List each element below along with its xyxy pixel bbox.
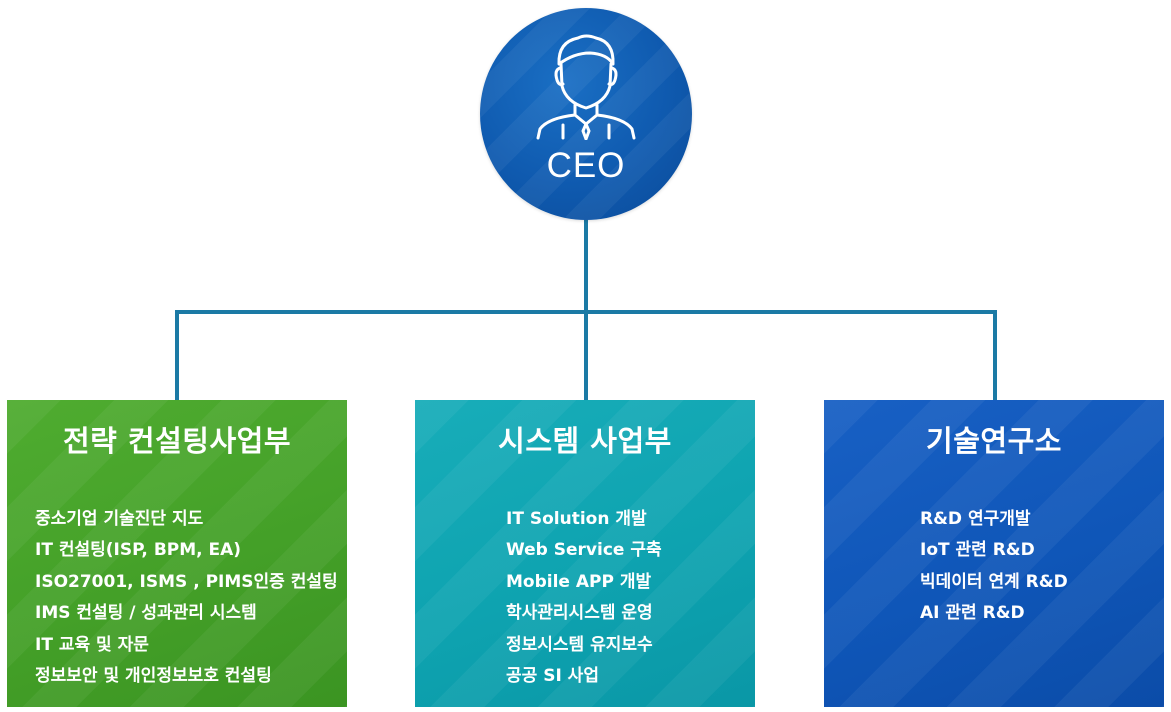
dept-system: 시스템 사업부 IT Solution 개발 Web Service 구축 Mo…	[415, 400, 755, 707]
list-item: 중소기업 기술진단 지도	[35, 509, 204, 529]
ceo-node: CEO	[480, 8, 692, 220]
ceo-label: CEO	[546, 146, 626, 185]
dept-item-list: R&D 연구개발 IoT 관련 R&D 빅데이터 연계 R&D AI 관련 R&…	[824, 504, 1164, 630]
dept-title: 전략 컨설팅사업부	[62, 424, 292, 458]
list-item: 빅데이터 연계 R&D	[920, 571, 1068, 592]
list-item: Web Service 구축	[506, 540, 662, 561]
dept-title: 시스템 사업부	[498, 424, 672, 458]
dept-item-list: 중소기업 기술진단 지도 IT 컨설팅(ISP, BPM, EA) ISO270…	[7, 504, 347, 692]
list-item: AI 관련 R&D	[920, 603, 1025, 624]
list-item: 정보보안 및 개인정보보호 컨설팅	[35, 666, 272, 687]
dept-title: 기술연구소	[926, 424, 1062, 458]
list-item: 정보시스템 유지보수	[506, 634, 653, 655]
list-item: ISO27001, ISMS , PIMS인증 컨설팅	[35, 571, 338, 592]
list-item: IT 교육 및 자문	[35, 634, 149, 655]
list-item: IMS 컨설팅 / 성과관리 시스템	[35, 603, 257, 624]
list-item: 학사관리시스템 운영	[506, 603, 653, 624]
list-item: IT 컨설팅(ISP, BPM, EA)	[35, 540, 242, 561]
connector-branch-bar	[175, 310, 997, 402]
list-item: R&D 연구개발	[920, 509, 1031, 529]
list-item: IoT 관련 R&D	[920, 540, 1035, 561]
list-item: 공공 SI 사업	[506, 666, 599, 687]
dept-item-list: IT Solution 개발 Web Service 구축 Mobile APP…	[415, 504, 755, 692]
list-item: IT Solution 개발	[506, 509, 647, 529]
dept-strategy-consulting: 전략 컨설팅사업부 중소기업 기술진단 지도 IT 컨설팅(ISP, BPM, …	[7, 400, 347, 707]
person-icon	[536, 34, 636, 140]
dept-research-lab: 기술연구소 R&D 연구개발 IoT 관련 R&D 빅데이터 연계 R&D AI…	[824, 400, 1164, 707]
list-item: Mobile APP 개발	[506, 571, 652, 592]
